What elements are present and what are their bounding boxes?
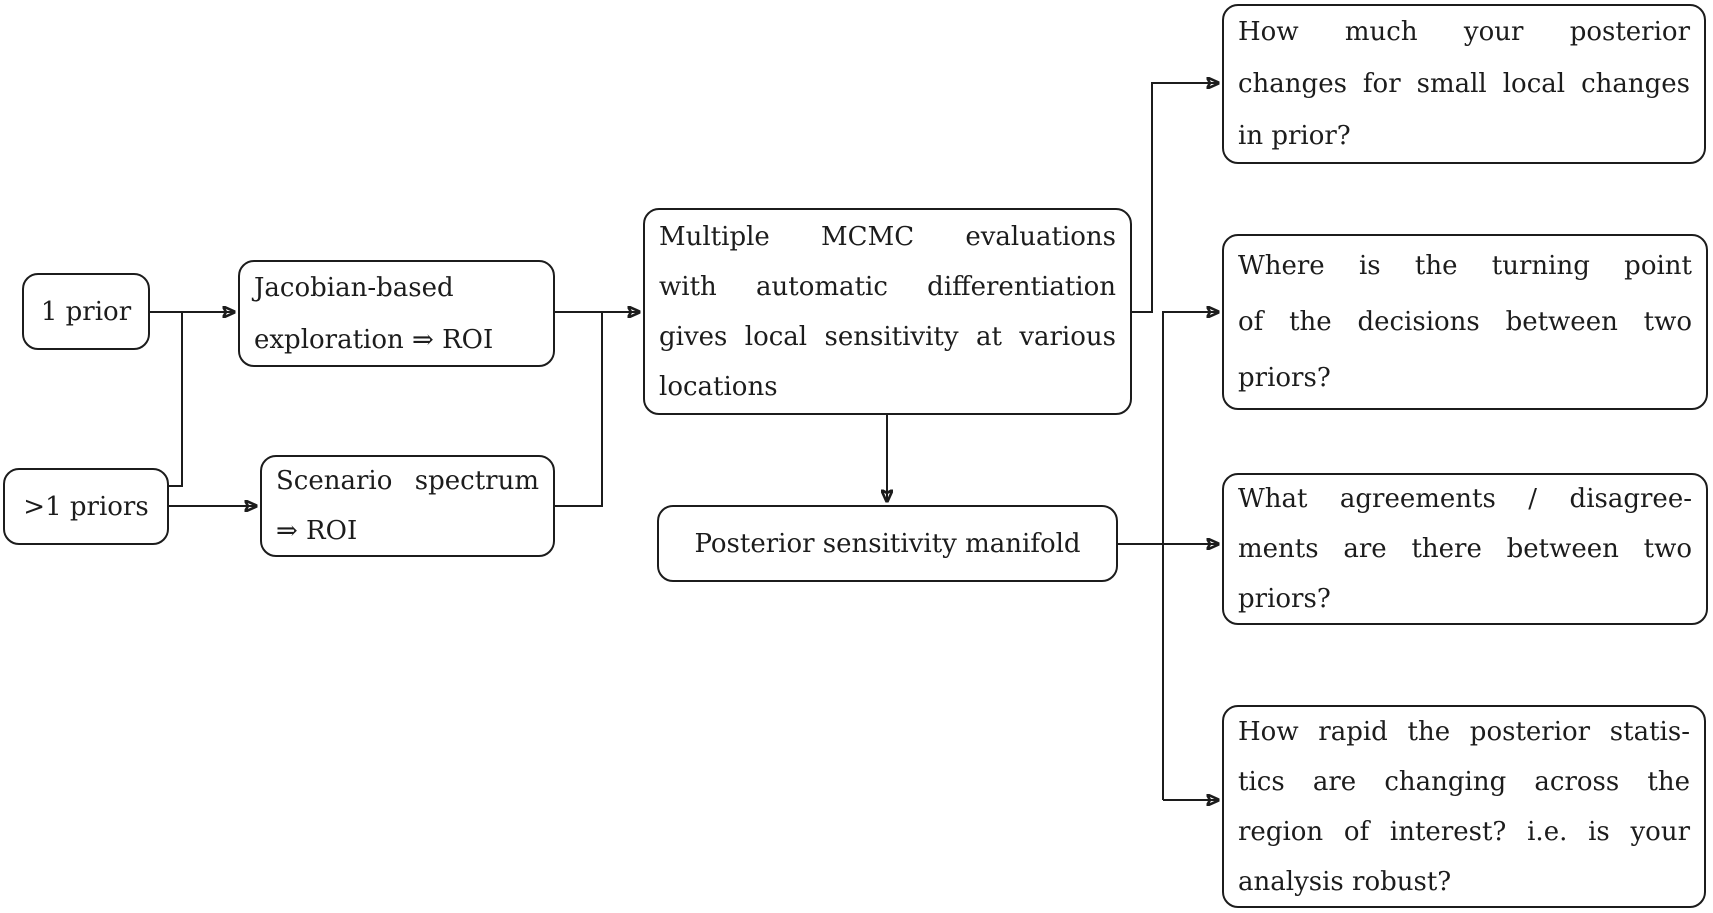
node-text-line: How rapid the posterior statis- [1238,716,1690,747]
node-posterior-sensitivity-manifold: Posterior sensitivity manifold [657,505,1118,582]
node-question-local-changes: How much your posterior changes for small… [1222,4,1706,164]
arrow-manifold-to-q-turning-point [1162,312,1219,800]
node-text-line: How much your posterior [1238,17,1690,47]
node-text-line: locations [659,371,778,402]
node-multi-priors: >1 priors [3,468,169,545]
arrow-mcmc-to-q-local-changes [1132,83,1219,313]
node-text-line: with automatic differentiation [659,271,1116,302]
node-text-line: 1 prior [40,296,132,327]
node-text-line: priors? [1238,363,1331,393]
node-text-line: region of interest? i.e. is your [1238,816,1690,847]
node-text-line: analysis robust? [1238,866,1452,897]
line-multi-prior-branch-to-jacobian [169,313,183,487]
node-text-line: exploration ⇒ ROI [254,324,494,355]
node-text-line: Multiple MCMC evaluations [659,221,1116,252]
node-mcmc-evaluations: Multiple MCMC evaluations with automatic … [643,208,1132,415]
line-scenario-join-to-mcmc [555,313,603,507]
node-text-line: >1 priors [23,491,149,522]
node-text-line: Posterior sensitivity manifold [694,528,1081,559]
node-text-line: ments are there between two [1238,534,1692,564]
node-text-line: Jacobian-based [254,272,454,303]
node-text-line: Scenario spectrum [276,466,539,496]
node-text-line: of the decisions between two [1238,307,1692,337]
node-text-line: changes for small local changes [1238,69,1690,99]
node-text-line: priors? [1238,584,1331,614]
node-scenario-spectrum: Scenario spectrum ⇒ ROI [260,455,555,557]
node-question-agreements: What agreements / disagree-ments are the… [1222,473,1708,625]
node-text-line: Where is the turning point [1238,251,1692,281]
node-jacobian-exploration: Jacobian-based exploration ⇒ ROI [238,260,555,367]
node-question-turning-point: Where is the turning point of the decisio… [1222,234,1708,410]
node-text-line: tics are changing across the [1238,766,1690,797]
node-text-line: in prior? [1238,121,1351,151]
node-one-prior: 1 prior [22,273,150,350]
node-text-line: What agreements / disagree- [1238,484,1692,514]
node-text-line: ⇒ ROI [276,516,358,546]
node-question-robustness: How rapid the posterior statis-tics are … [1222,705,1706,908]
node-text-line: gives local sensitivity at various [659,321,1116,352]
